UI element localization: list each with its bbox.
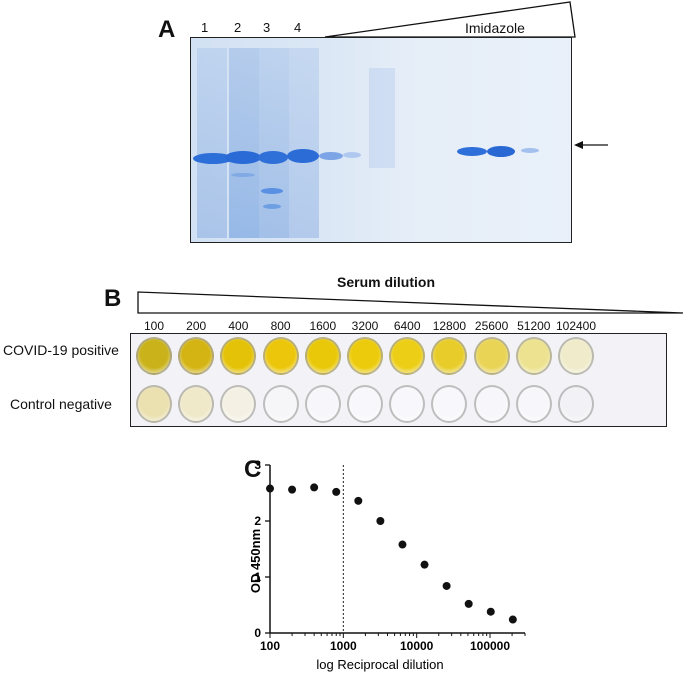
data-point (398, 540, 407, 549)
band-lane-3 (258, 151, 288, 164)
dilution-label: 3200 (351, 319, 379, 333)
panel-b-letter: B (104, 285, 122, 312)
dilution-label: 51200 (517, 319, 551, 333)
y-tick-label: 3 (254, 458, 261, 472)
data-point (442, 581, 451, 590)
well-negative (431, 385, 468, 423)
gel-lane-5 (369, 68, 395, 168)
well-positive (262, 337, 299, 375)
dilution-label: 6400 (393, 319, 421, 333)
well-negative (304, 385, 341, 423)
dilution-label: 12800 (432, 319, 467, 333)
band-lane-3-lower (261, 188, 283, 194)
gel-lane-4 (289, 48, 319, 238)
well-positive (136, 337, 172, 375)
band-lane-5 (319, 152, 343, 160)
well-negative (347, 385, 383, 423)
well-positive (515, 337, 552, 375)
band-lane-3-lower-2 (263, 204, 281, 209)
well-negative (389, 385, 426, 423)
arrow-left-icon (574, 141, 608, 149)
y-axis-label: OD 450nm (248, 529, 263, 593)
data-point (508, 615, 517, 624)
band-lane-6 (343, 152, 361, 158)
well-positive (304, 337, 341, 375)
well-positive (473, 337, 510, 375)
lane-label-1: 1 (201, 20, 209, 35)
band-eluate-1 (457, 147, 487, 156)
x-tick-label: 100000 (470, 639, 510, 653)
row-label-negative: Control negative (10, 396, 112, 412)
x-tick-label: 10000 (400, 639, 434, 653)
lane-label-2: 2 (234, 20, 242, 35)
data-point (332, 487, 341, 496)
data-point (486, 607, 495, 616)
dilution-label: 25600 (474, 319, 509, 333)
band-lane-2 (225, 151, 261, 164)
well-negative (558, 385, 594, 423)
lane-label-3: 3 (263, 20, 271, 35)
x-tick-label: 1000 (330, 639, 357, 653)
data-point (354, 496, 363, 505)
well-positive (389, 337, 426, 375)
dilution-gradient-triangle (137, 291, 684, 314)
data-point (464, 599, 473, 608)
well-negative (178, 385, 215, 423)
x-axis-label: log Reciprocal dilution (316, 657, 443, 672)
gel-lane-3 (259, 48, 289, 238)
data-point (376, 517, 385, 525)
serum-dilution-title: Serum dilution (337, 274, 435, 290)
dilution-label: 800 (270, 319, 291, 333)
well-positive (347, 337, 383, 375)
well-positive (220, 337, 257, 375)
od-dilution-scatter-chart: OD 450nm log Reciprocal dilution 0 1 2 3 100… (248, 458, 526, 672)
well-positive (558, 337, 594, 375)
panel-c-letter: C (244, 456, 262, 483)
well-positive (431, 337, 468, 375)
dilution-label: 200 (186, 319, 207, 333)
band-lane-4 (287, 149, 319, 163)
dilution-label: 400 (228, 319, 249, 333)
gel-lane-2 (229, 48, 259, 238)
dilution-label: 102400 (555, 319, 597, 333)
panel-a-letter: A (158, 16, 176, 43)
band-lane-2-lower (231, 173, 255, 177)
imidazole-label: Imidazole (465, 20, 525, 36)
well-negative (515, 385, 552, 423)
y-tick-label: 1 (254, 570, 261, 584)
dilution-label: 1600 (309, 319, 337, 333)
sds-page-gel (190, 37, 572, 243)
lane-label-4: 4 (294, 20, 302, 35)
data-point (266, 484, 274, 493)
x-tick-label: 100 (260, 639, 280, 653)
well-negative (136, 385, 172, 423)
data-point (420, 560, 429, 569)
well-positive (178, 337, 215, 375)
well-negative (220, 385, 257, 423)
y-tick-label: 0 (254, 626, 261, 640)
dilution-label: 100 (143, 319, 165, 333)
y-tick-label: 2 (254, 514, 261, 528)
row-label-positive: COVID-19 positive (3, 342, 119, 358)
imidazole-gradient-triangle (324, 1, 576, 38)
well-negative (473, 385, 510, 423)
band-lane-1 (193, 153, 233, 164)
gel-lane-1 (197, 48, 227, 238)
band-eluate-3 (521, 148, 539, 153)
data-point (288, 485, 297, 494)
well-negative (262, 385, 299, 423)
band-eluate-2 (487, 146, 515, 157)
data-point (310, 483, 319, 492)
